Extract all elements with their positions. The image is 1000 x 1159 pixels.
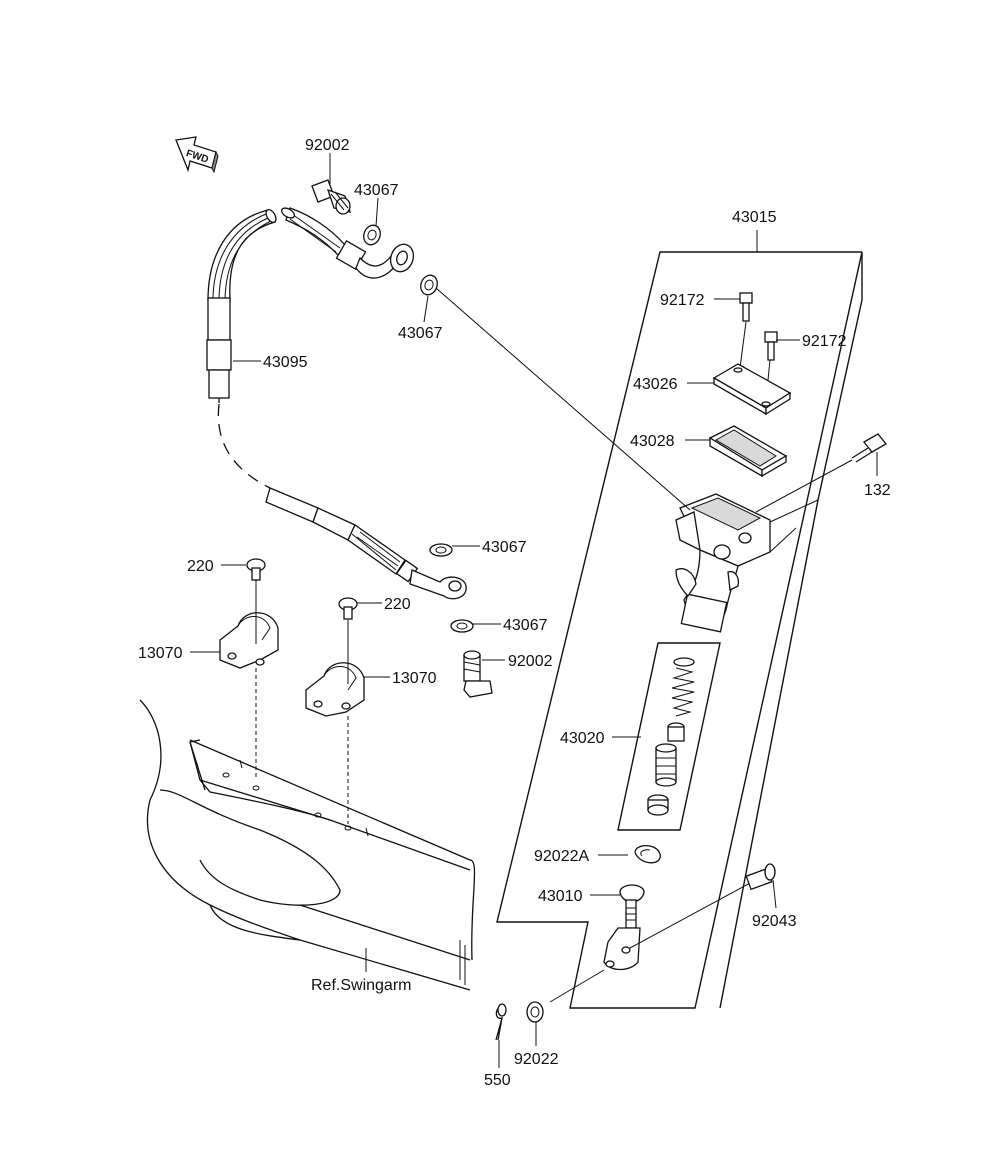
bolt-92172-a bbox=[739, 292, 753, 322]
label-43010: 43010 bbox=[538, 888, 583, 905]
label-220-b: 220 bbox=[384, 596, 411, 613]
label-43015: 43015 bbox=[732, 209, 777, 226]
washer-92022 bbox=[526, 1001, 544, 1023]
label-92002-top: 92002 bbox=[305, 137, 350, 154]
hose-clamp-13070-a bbox=[219, 612, 279, 669]
label-92002-bottom: 92002 bbox=[508, 653, 553, 670]
label-550: 550 bbox=[484, 1072, 511, 1089]
label-220-a: 220 bbox=[187, 558, 214, 575]
label-132: 132 bbox=[864, 482, 891, 499]
reservoir-cap-43026 bbox=[712, 363, 792, 416]
part-labels: 92002 43067 43067 43095 43015 92172 9217… bbox=[138, 137, 891, 1089]
screw-220-a bbox=[246, 558, 266, 581]
label-13070-a: 13070 bbox=[138, 645, 183, 662]
bolt-92172-b bbox=[764, 331, 778, 361]
label-92172-a: 92172 bbox=[660, 292, 705, 309]
cotter-pin-550 bbox=[495, 1003, 507, 1041]
push-rod-43010 bbox=[549, 881, 753, 1003]
fwd-arrow-icon: FWD bbox=[175, 136, 219, 174]
washer-43067-c bbox=[429, 543, 453, 557]
label-43020: 43020 bbox=[560, 730, 605, 747]
label-92172-b: 92172 bbox=[802, 333, 847, 350]
label-43067-c: 43067 bbox=[482, 539, 527, 556]
label-43028: 43028 bbox=[630, 433, 675, 450]
master-cylinder-body bbox=[675, 493, 819, 633]
washer-43067-a bbox=[363, 224, 381, 246]
label-92043: 92043 bbox=[752, 913, 797, 930]
label-92022: 92022 bbox=[514, 1051, 559, 1068]
label-43026: 43026 bbox=[633, 376, 678, 393]
banjo-bolt-92002-top bbox=[311, 179, 351, 215]
label-13070-b: 13070 bbox=[392, 670, 437, 687]
washer-43067-b bbox=[420, 274, 438, 296]
label-43067-b: 43067 bbox=[398, 325, 443, 342]
diaphragm-43028 bbox=[708, 425, 788, 478]
bolt-132 bbox=[755, 433, 887, 513]
label-43095: 43095 bbox=[263, 354, 308, 371]
circlip-92022A bbox=[634, 844, 661, 864]
leader-lines bbox=[190, 153, 878, 1068]
brake-hose-43095 bbox=[206, 207, 467, 600]
washer-43067-d bbox=[450, 619, 474, 633]
label-43067-d: 43067 bbox=[503, 617, 548, 634]
label-92022A: 92022A bbox=[534, 848, 589, 865]
piston-kit-43020 bbox=[647, 657, 695, 816]
banjo-bolt-92002-bottom bbox=[463, 650, 493, 698]
label-ref-swingarm: Ref.Swingarm bbox=[311, 977, 411, 994]
pin-92043 bbox=[745, 863, 776, 891]
hose-clamp-13070-b bbox=[305, 662, 365, 717]
label-43067-a: 43067 bbox=[354, 182, 399, 199]
swingarm-outline bbox=[139, 699, 476, 991]
screw-220-b bbox=[338, 597, 358, 620]
